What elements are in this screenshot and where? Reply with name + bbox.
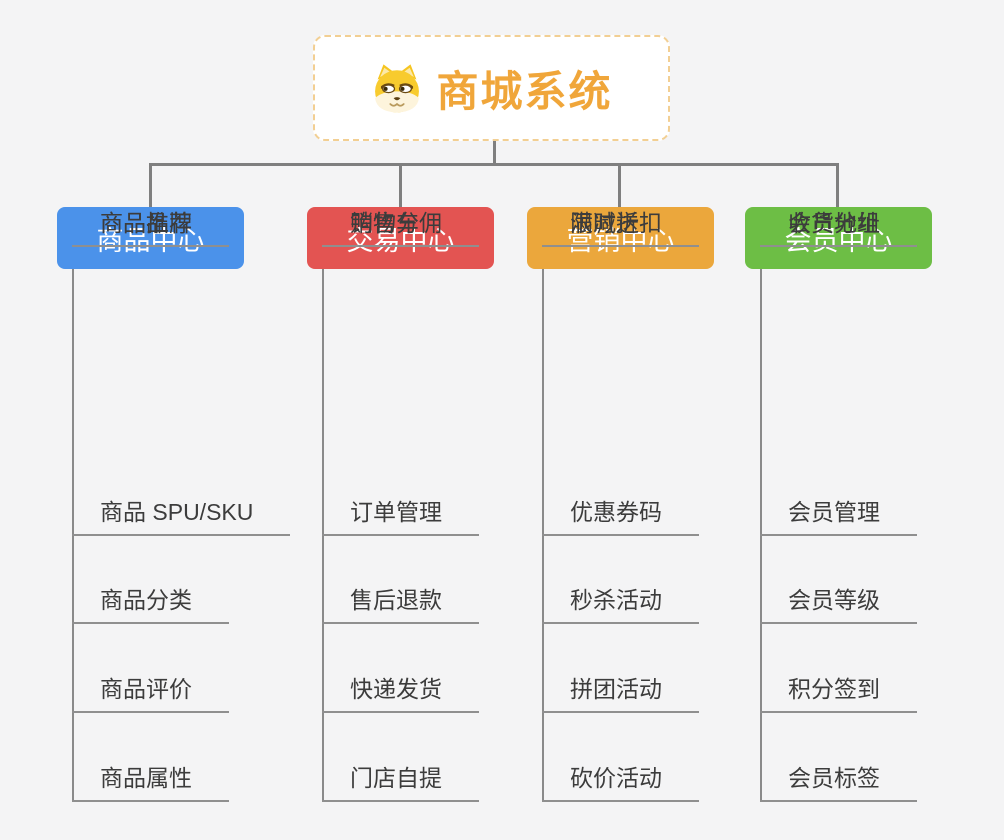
dog-face-icon (375, 64, 420, 113)
root-title: 商城系统 (436, 67, 613, 115)
leaf-node[interactable]: 商品 SPU/SKU (72, 496, 291, 536)
branch-stub-line (149, 166, 152, 207)
leaf-node[interactable]: 商品评价 (72, 673, 229, 713)
branch-stub-line (836, 166, 839, 207)
branch-stub-line (399, 166, 402, 207)
branch-header-product-center[interactable]: 商品中心 (57, 207, 244, 269)
branch-stub-line (618, 166, 621, 207)
leaf-node[interactable]: 会员等级 (760, 584, 917, 624)
leaf-node[interactable]: 秒杀活动 (542, 584, 699, 624)
branch-marketing-center: 营销中心 优惠券码 秒杀活动 拼团活动 砍价活动 限时折扣 满减送 (527, 207, 777, 807)
leaf-node[interactable]: 商品属性 (72, 762, 229, 802)
leaf-node[interactable]: 商品品牌 (72, 207, 229, 247)
branch-product-center: 商品中心 商品 SPU/SKU 商品分类 商品评价 商品属性 商品推荐 商品品牌 (57, 207, 307, 807)
leaf-node[interactable]: 售后退款 (322, 584, 479, 624)
leaf-node[interactable]: 砍价活动 (542, 762, 699, 802)
branch-header-trade-center[interactable]: 交易中心 (307, 207, 494, 269)
leaf-node[interactable]: 拼团活动 (542, 673, 699, 713)
leaf-node[interactable]: 门店自提 (322, 762, 479, 802)
leaf-node[interactable]: 满减送 (542, 207, 676, 247)
leaf-node[interactable]: 商品分类 (72, 584, 229, 624)
branch-trade-center: 交易中心 订单管理 售后退款 快递发货 门店自提 购物车 销售分佣 (307, 207, 557, 807)
leaf-node[interactable]: 收货地址 (760, 207, 917, 247)
leaf-node[interactable]: 订单管理 (322, 496, 479, 536)
horizontal-connector (149, 163, 839, 166)
branch-header-marketing-center[interactable]: 营销中心 (527, 207, 714, 269)
branch-header-member-center[interactable]: 会员中心 (745, 207, 932, 269)
root-node-mall-system[interactable]: 商城系统 (313, 35, 670, 141)
branch-member-center: 会员中心 会员管理 会员等级 积分签到 会员标签 会员分组 收货地址 (745, 207, 995, 807)
leaf-node[interactable]: 快递发货 (322, 673, 479, 713)
leaf-node[interactable]: 优惠券码 (542, 496, 699, 536)
leaf-node[interactable]: 会员管理 (760, 496, 917, 536)
leaf-node[interactable]: 会员标签 (760, 762, 917, 802)
root-stem-line (493, 141, 496, 164)
leaf-node[interactable]: 积分签到 (760, 673, 917, 713)
leaf-node[interactable]: 销售分佣 (322, 207, 479, 247)
